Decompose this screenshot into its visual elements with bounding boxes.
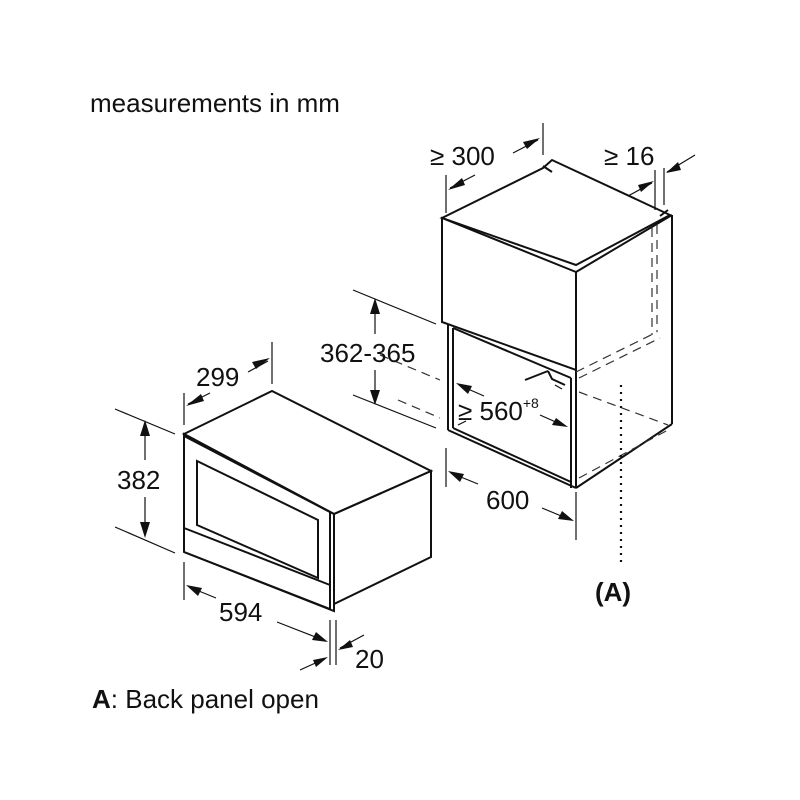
appliance-depth-label: 299 <box>196 362 240 392</box>
cabinet-depth-label: ≥ 300 <box>430 141 495 171</box>
niche-width-tolerance: +8 <box>522 395 539 411</box>
niche-width-label: ≥ 560+8 <box>458 395 539 426</box>
cabinet-width-label: 600 <box>486 485 530 515</box>
appliance-height-label: 382 <box>117 465 161 495</box>
door-window <box>196 459 319 580</box>
niche-width-value: ≥ 560 <box>458 396 523 426</box>
niche-height-label: 362-365 <box>320 338 416 368</box>
back-panel-marker: (A) <box>595 577 632 607</box>
cabinet-dimension-lines <box>352 123 696 540</box>
side-clearance-label: ≥ 16 <box>604 141 655 171</box>
appliance-dimension-lines <box>114 342 365 671</box>
appliance-width-label: 594 <box>219 597 263 627</box>
legend-text: : Back panel open <box>110 684 319 714</box>
units-note: measurements in mm <box>90 88 340 118</box>
legend-key: A <box>92 684 111 714</box>
appliance-body <box>181 389 434 613</box>
legend-caption: A: Back panel open <box>92 686 319 712</box>
cabinet-body <box>379 158 673 565</box>
front-panel-thickness-label: 20 <box>355 644 384 674</box>
